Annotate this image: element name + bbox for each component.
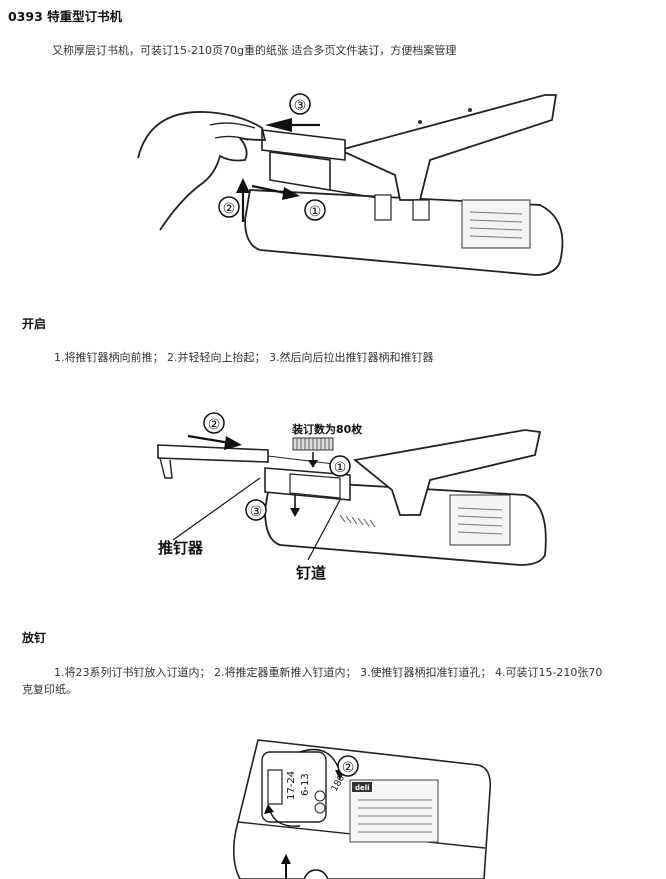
- hand-illustration: [137, 111, 267, 231]
- fig1-step-3: ③: [294, 98, 307, 114]
- channel-label: 钉道: [296, 564, 326, 582]
- figure-1-open-stapler: ③ ② ①: [137, 93, 564, 276]
- page-title: 0393 特重型订书机: [8, 9, 123, 24]
- stapler-handle: [337, 94, 558, 201]
- fig1-step-2: ②: [223, 201, 236, 217]
- brand-logo: deli: [355, 784, 370, 792]
- pusher-label: 推钉器: [158, 539, 204, 557]
- settings-plate: [461, 199, 531, 249]
- section-text-load-line1: 1.将23系列订书钉放入订道内； 2.将推定器重新推入钉道内； 3.使推钉器柄扣…: [54, 666, 603, 679]
- dial-text-1: 17-24: [286, 771, 297, 800]
- intro-text: 又称厚层订书机，可装订15-210页70g重的纸张 适合多页文件装订，方便档案管…: [52, 44, 457, 57]
- pusher-handle: [157, 444, 269, 463]
- pusher-rail: [261, 129, 346, 161]
- dial-text-2: 6-13: [300, 773, 311, 796]
- stapler-handle: [352, 429, 542, 516]
- fig2-step-2: ②: [208, 417, 221, 433]
- section-heading-load: 放钉: [22, 631, 47, 645]
- section-text-load-line2: 克复印纸。: [22, 683, 77, 696]
- figure-2-pusher-channel: ② ① ③ 装订数为80枚 推钉器 钉道: [157, 412, 547, 582]
- fig3-step-2: ②: [342, 760, 355, 776]
- fig2-step-1: ①: [334, 460, 347, 476]
- staple-capacity-label: 装订数为80枚: [291, 422, 363, 436]
- fig2-step-3: ③: [250, 504, 263, 520]
- section-heading-open: 开启: [22, 317, 47, 331]
- fig1-step-1: ①: [309, 204, 322, 220]
- section-text-open: 1.将推钉器柄向前推； 2.并轻轻向上抬起； 3.然后向后拉出推钉器柄和推钉器: [54, 351, 434, 364]
